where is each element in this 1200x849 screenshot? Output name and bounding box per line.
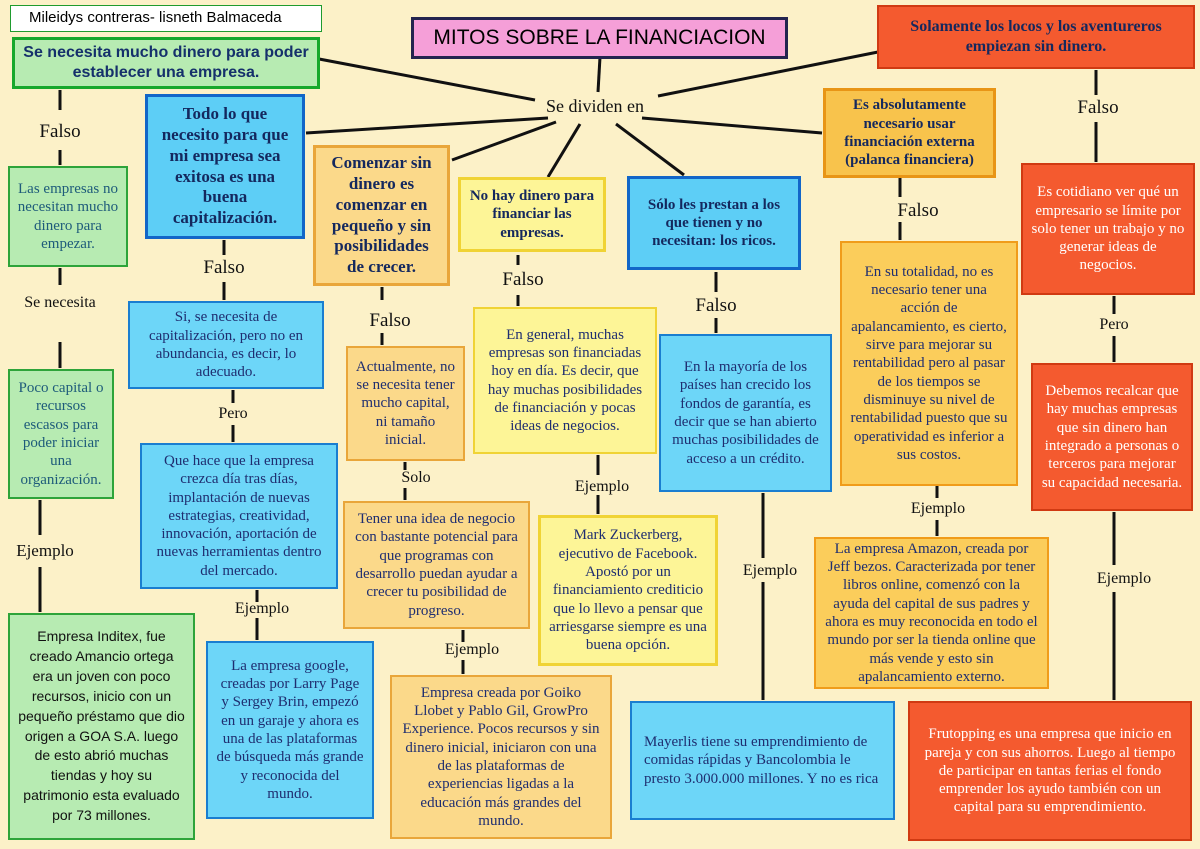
label-example-external: Ejemplo [910,500,966,517]
myth-external-funding: Es absolutamente necesario usar financia… [823,88,996,178]
answer-capitalization-1: Si, se necesita de capitalización, pero … [128,301,324,389]
label-se-necesita: Se necesita [24,294,96,311]
answer-no-money-2: Tener una idea de negocio con bastante p… [343,501,530,629]
answer-rich-1: En la mayoría de los países han crecido … [659,334,832,492]
label-false-no-money: Falso [369,310,411,331]
answer-crazy-1: Es cotidiano ver qué un empresario se lí… [1021,163,1195,295]
label-false-rich: Falso [695,295,737,316]
myth-no-funding: No hay dinero para financiar las empresa… [458,177,606,252]
answer-no-money-1: Actualmente, no se necesita tener mucho … [346,346,465,461]
label-example-rich: Ejemplo [742,562,798,579]
label-example-money: Ejemplo [16,541,74,560]
hub-label: Se dividen en [546,96,644,116]
example-facebook: Mark Zuckerberg, ejecutivo de Facebook. … [538,515,718,666]
answer-capitalization-2: Que hace que la empresa crezca día tras … [140,443,338,589]
label-false-crazy: Falso [1077,97,1119,118]
answer-money-1: Las empresas no necesitan mucho dinero p… [8,166,128,267]
myth-capitalization: Todo lo que necesito para que mi empresa… [145,94,305,239]
example-frutopping: Frutopping es una empresa que inicio en … [908,701,1192,841]
myth-no-money: Comenzar sin dinero es comenzar en peque… [313,145,450,286]
answer-no-funding-1: En general, muchas empresas son financia… [473,307,657,454]
label-false-capitalization: Falso [203,257,245,278]
example-amazon: La empresa Amazon, creada por Jeff bezos… [814,537,1049,689]
label-but-capitalization: Pero [218,405,248,422]
label-false-external: Falso [897,200,939,221]
example-google: La empresa google, creadas por Larry Pag… [206,641,374,819]
example-inditex: Empresa Inditex, fue creado Amancio orte… [8,613,195,840]
label-example-crazy: Ejemplo [1096,570,1152,587]
example-mayerlis: Mayerlis tiene su emprendimiento de comi… [630,701,895,820]
label-only-no-money: Solo [401,469,431,486]
example-growpro: Empresa creada por Goiko Llobet y Pablo … [390,675,612,839]
myth-money: Se necesita mucho dinero para poder esta… [12,37,320,89]
label-example-no-funding: Ejemplo [574,478,630,495]
author-label: Mileidys contreras- lisneth Balmaceda [10,5,322,32]
myth-rich: Sólo les prestan a los que tienen y no n… [627,176,801,270]
answer-crazy-2: Debemos recalcar que hay muchas empresas… [1031,363,1193,511]
page-title: MITOS SOBRE LA FINANCIACION [411,17,788,59]
label-false-money: Falso [39,121,81,142]
label-example-capitalization: Ejemplo [234,600,290,617]
answer-money-2: Poco capital o recursos escasos para pod… [8,369,114,499]
label-false-no-funding: Falso [502,269,544,290]
answer-external-1: En su totalidad, no es necesario tener u… [840,241,1018,486]
label-but-crazy: Pero [1099,316,1129,333]
label-example-no-money: Ejemplo [444,641,500,658]
myth-crazy-adventurers: Solamente los locos y los aventureros em… [877,5,1195,69]
